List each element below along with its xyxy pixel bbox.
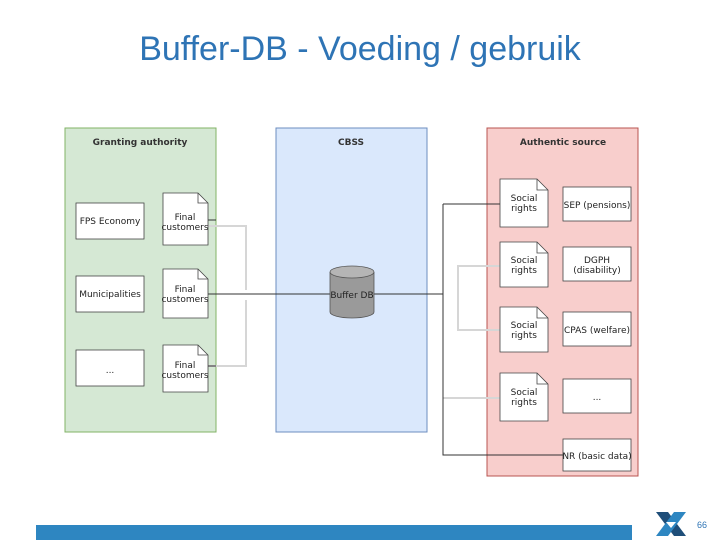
svg-text:FPS Economy: FPS Economy (80, 217, 141, 227)
source-box-nr-basic-data: NR (basic data) (562, 438, 632, 472)
source-box-cpas-welfare: CPAS (welfare) (562, 311, 632, 347)
svg-text:...: ... (593, 393, 602, 403)
lane-title-authentic: Authentic source (520, 138, 606, 148)
svg-text:CPAS (welfare): CPAS (welfare) (564, 326, 630, 336)
document-social-rights-3: Social rights (499, 306, 549, 353)
document-social-rights-2: Social rights (499, 241, 549, 288)
svg-text:customers: customers (161, 223, 208, 233)
lane-title-granting: Granting authority (93, 138, 188, 148)
source-box-municipalities: Municipalities (75, 275, 145, 313)
svg-text:...: ... (106, 366, 115, 376)
buffer-db-cylinder: Buffer DB (329, 265, 375, 319)
document-social-rights-4: Social rights (499, 372, 549, 422)
document-social-rights-1: Social rights (499, 178, 549, 228)
svg-text:(disability): (disability) (573, 266, 621, 276)
source-box-fps-economy: FPS Economy (75, 202, 145, 240)
svg-text:rights: rights (511, 266, 537, 276)
svg-text:DGPH: DGPH (584, 256, 610, 266)
document-final-customers-2: Final customers (161, 268, 209, 319)
footer-bar (36, 525, 632, 540)
source-box-other: ... (75, 349, 145, 387)
page-number: 66 (697, 520, 708, 530)
svg-text:Final: Final (175, 213, 196, 223)
svg-text:Municipalities: Municipalities (79, 290, 141, 300)
document-final-customers-3: Final customers (161, 344, 209, 393)
faint-connectors (208, 225, 500, 399)
svg-text:rights: rights (511, 398, 537, 408)
svg-text:SEP (pensions): SEP (pensions) (564, 201, 631, 211)
svg-text:Final: Final (175, 285, 196, 295)
svg-text:Final: Final (175, 361, 196, 371)
svg-text:Social: Social (511, 256, 538, 266)
logo-icon (656, 512, 686, 536)
source-box-sep-pensions: SEP (pensions) (562, 186, 632, 222)
svg-text:Social: Social (511, 388, 538, 398)
svg-text:customers: customers (161, 371, 208, 381)
slide-title: Buffer-DB - Voeding / gebruik (139, 30, 581, 68)
svg-text:Social: Social (511, 321, 538, 331)
svg-text:NR (basic data): NR (basic data) (562, 452, 631, 462)
lane-title-cbss: CBSS (338, 138, 364, 148)
source-box-other-authentic: ... (562, 378, 632, 414)
document-final-customers-1: Final customers (161, 192, 209, 246)
source-box-dgph-disability: DGPH (disability) (562, 246, 632, 282)
svg-text:rights: rights (511, 331, 537, 341)
svg-text:rights: rights (511, 204, 537, 214)
svg-text:Buffer DB: Buffer DB (330, 291, 373, 301)
svg-text:Social: Social (511, 194, 538, 204)
data-flow-connectors (208, 203, 564, 456)
svg-text:customers: customers (161, 295, 208, 305)
